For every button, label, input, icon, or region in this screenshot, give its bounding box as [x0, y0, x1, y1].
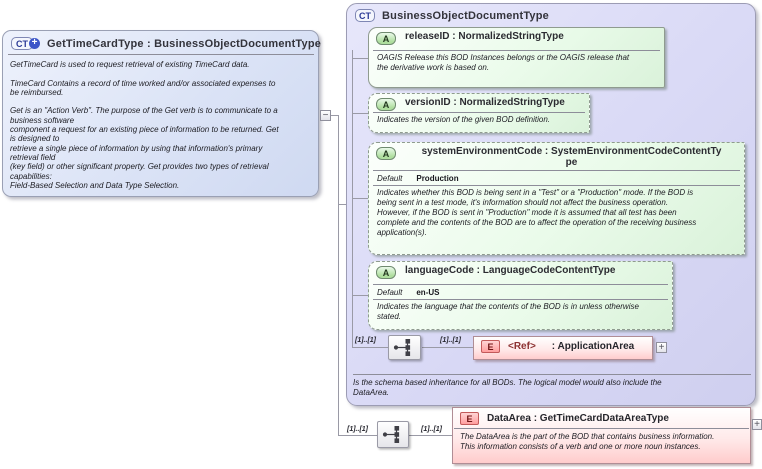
element-ref-name: <Ref>	[508, 341, 536, 352]
header-divider	[8, 54, 314, 55]
attribute-box-releaseid[interactable]: A releaseID : NormalizedStringType OAGIS…	[368, 27, 665, 88]
expand-toggle[interactable]: +	[656, 342, 667, 353]
default-value: Production	[416, 173, 459, 183]
attribute-divider	[373, 170, 740, 171]
ct-icon: CT	[355, 9, 375, 22]
attribute-annotation: Indicates the language that the contents…	[377, 302, 639, 321]
element-icon: E	[460, 412, 479, 425]
attribute-icon: A	[376, 98, 396, 111]
sequence-glyph	[382, 426, 399, 443]
complex-type-annotation: GetTimeCard is used to request retrieval…	[10, 60, 279, 190]
element-title: DataArea : GetTimeCardDataAreaType	[487, 413, 669, 424]
attribute-box-systemenvironmentcode[interactable]: A systemEnvironmentCode : SystemEnvironm…	[368, 142, 745, 255]
cardinality-label: [1]..[1]	[421, 426, 442, 433]
cardinality-label: [1]..[1]	[347, 426, 368, 433]
base-type-annotation: Is the schema based inheritance for all …	[353, 378, 662, 397]
annotation-divider	[353, 374, 751, 375]
attribute-box-languagecode[interactable]: A languageCode : LanguageCodeContentType…	[368, 261, 673, 330]
collapse-toggle[interactable]: −	[320, 110, 331, 121]
default-label: Default	[377, 173, 403, 183]
connector-line	[338, 435, 377, 436]
element-divider	[454, 428, 749, 429]
attribute-title: versionID : NormalizedStringType	[405, 97, 565, 108]
connector-line	[352, 347, 388, 348]
complex-type-title: GetTimeCardType : BusinessObjectDocument…	[47, 37, 322, 50]
default-value: en-US	[416, 287, 440, 297]
sequence-icon[interactable]	[388, 335, 421, 360]
attribute-icon: A	[376, 147, 396, 160]
attribute-divider	[373, 284, 668, 285]
connector-line	[352, 58, 368, 59]
attribute-annotation: OAGIS Release this BOD Instances belongs…	[377, 53, 630, 72]
element-icon: E	[481, 340, 500, 353]
sequence-icon[interactable]	[377, 421, 409, 448]
connector-line	[352, 295, 368, 296]
element-ref-type: : ApplicationArea	[551, 341, 635, 352]
attribute-title: releaseID : NormalizedStringType	[405, 31, 564, 42]
attribute-icon: A	[376, 32, 396, 45]
element-annotation: The DataArea is the part of the BOD that…	[460, 432, 715, 451]
connector-line	[352, 113, 368, 114]
attribute-divider	[373, 185, 740, 186]
connector-line	[352, 198, 368, 199]
connector-line	[331, 115, 339, 116]
complex-type-plus-icon: CT +	[11, 37, 40, 50]
sequence-glyph	[393, 339, 411, 356]
attribute-box-versionid[interactable]: A versionID : NormalizedStringType Indic…	[368, 93, 590, 133]
attribute-divider	[373, 112, 585, 113]
default-label: Default	[377, 287, 403, 297]
attribute-title: systemEnvironmentCode : SystemEnvironmen…	[421, 146, 722, 168]
attribute-title: languageCode : LanguageCodeContentType	[405, 265, 616, 276]
cardinality-label: [1]..[1]	[440, 337, 461, 344]
connector-line	[422, 347, 473, 348]
element-box-ref-applicationarea[interactable]: E <Ref> : ApplicationArea	[473, 336, 653, 360]
attribute-annotation: Indicates the version of the given BOD d…	[377, 115, 550, 124]
cardinality-label: [1]..[1]	[355, 337, 376, 344]
attribute-icon: A	[376, 266, 396, 279]
expand-toggle[interactable]: +	[752, 419, 762, 430]
ct-icon: CT	[11, 37, 33, 50]
base-type-title: BusinessObjectDocumentType	[382, 9, 549, 22]
connector-line	[409, 435, 452, 436]
attribute-divider	[373, 299, 668, 300]
connector-line	[338, 204, 353, 205]
connector-line	[338, 115, 339, 435]
plus-badge-icon: +	[29, 38, 40, 49]
attribute-annotation: Indicates whether this BOD is being sent…	[377, 188, 697, 237]
complex-type-box-gettimecardtype[interactable]: CT + GetTimeCardType : BusinessObjectDoc…	[2, 30, 322, 197]
attribute-divider	[373, 50, 660, 51]
element-box-dataarea[interactable]: E DataArea : GetTimeCardDataAreaType The…	[452, 407, 751, 464]
